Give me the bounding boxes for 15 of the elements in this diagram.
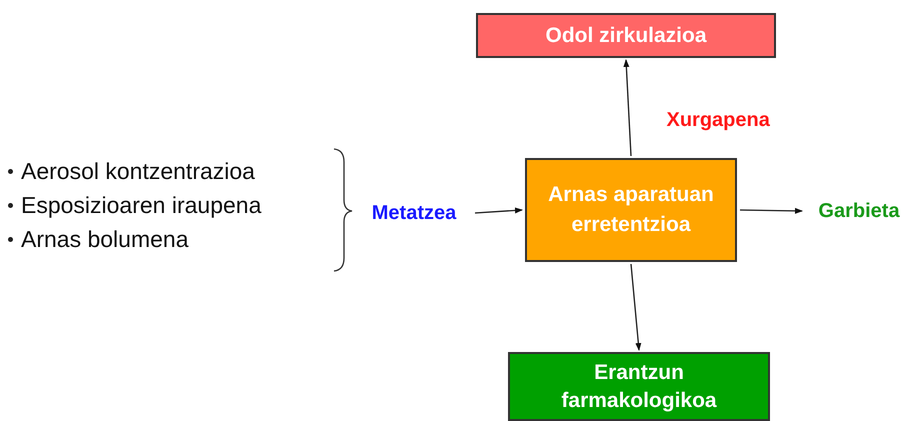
node-label: Metatzea <box>370 201 458 226</box>
list-item: Aerosol kontzentrazioa <box>21 157 255 185</box>
node-label: Odol zirkulazioa <box>544 22 708 49</box>
list-item: Arnas bolumena <box>21 225 188 253</box>
node-label: Arnas aparatuan erretentzioa <box>547 182 715 238</box>
arrow <box>474 207 523 214</box>
arrow <box>623 59 632 156</box>
arrow <box>740 208 803 214</box>
process-box <box>476 13 776 58</box>
node-label: Garbieta <box>817 199 901 224</box>
arrow <box>630 264 642 351</box>
list-item: Esposizioaren iraupena <box>21 191 262 219</box>
process-box <box>525 158 737 262</box>
process-box <box>508 352 770 421</box>
node-label: Erantzun farmakologikoa <box>560 360 718 414</box>
